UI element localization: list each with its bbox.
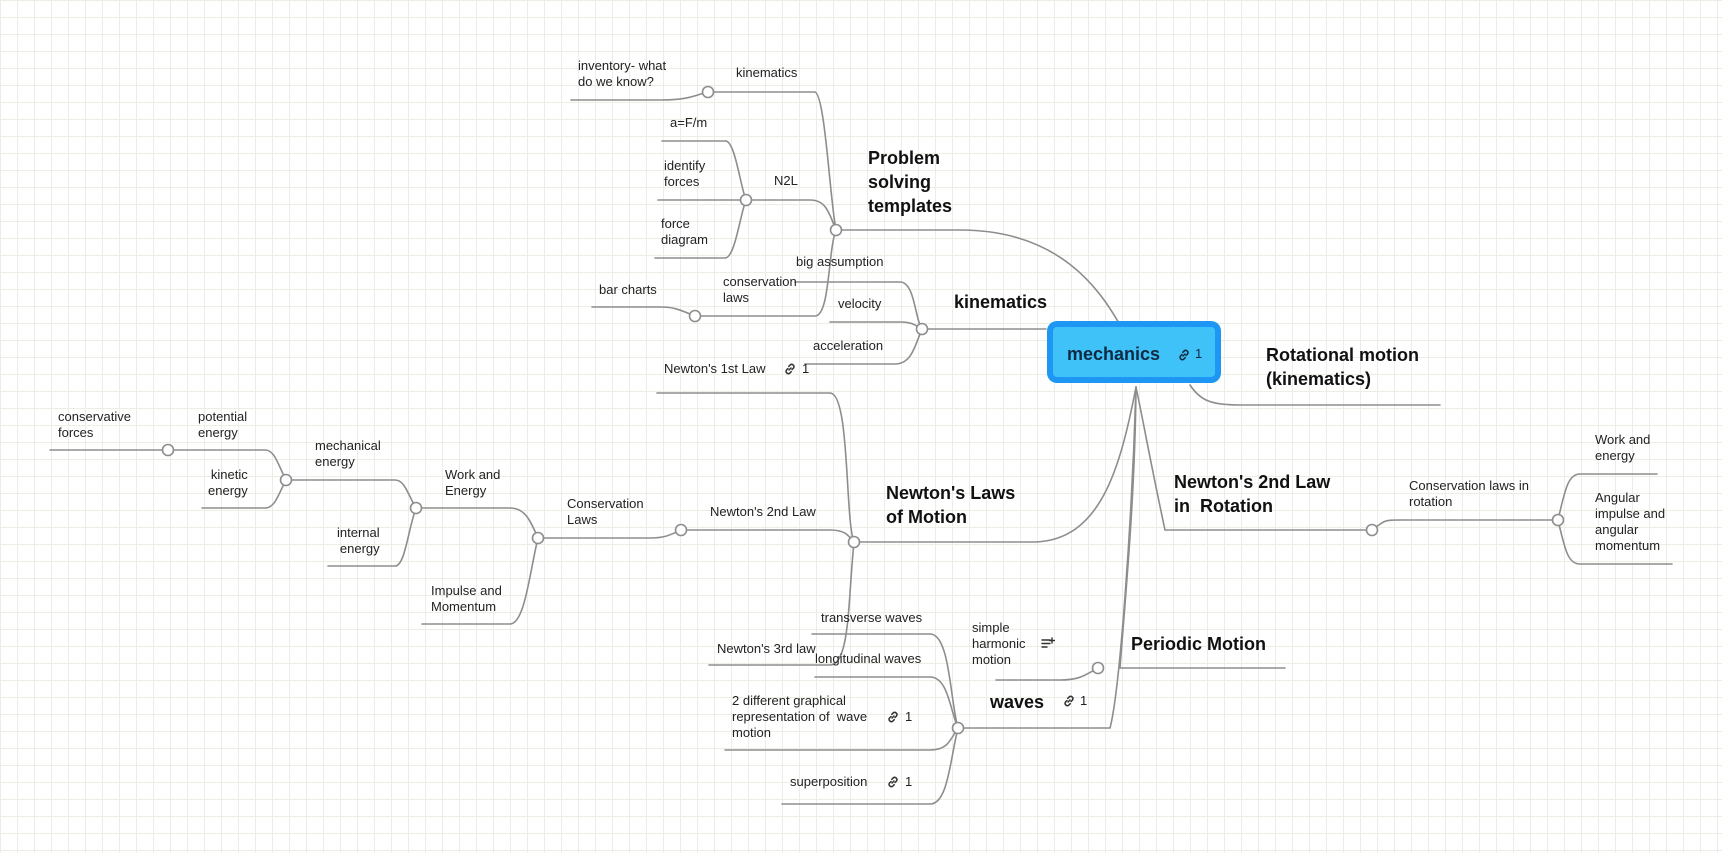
node-big-assumption[interactable]: big assumption	[796, 254, 884, 269]
node-potential-energy[interactable]: potential energy	[198, 409, 248, 440]
node-n2l[interactable]: N2L	[774, 173, 798, 188]
link-count: 1	[1195, 346, 1203, 361]
node-newtons-2nd-law[interactable]: Newton's 2nd Law	[710, 504, 816, 519]
node-impulse-and-momentum[interactable]: Impulse and Momentum	[431, 583, 502, 614]
note-icon[interactable]	[1041, 637, 1055, 651]
link-count: 1	[802, 361, 810, 376]
link-icon[interactable]	[1177, 348, 1191, 362]
node-conservation-laws-template[interactable]: conservation laws	[723, 274, 797, 305]
link-count: 1	[905, 709, 913, 724]
root-node-mechanics[interactable]: mechanics 1	[1048, 322, 1220, 382]
branch-newtons-2nd-law-rotation[interactable]: Newton's 2nd Law in Rotation	[1174, 472, 1331, 516]
node-superposition[interactable]: superposition	[790, 774, 868, 789]
node-conservative-forces[interactable]: conservative forces	[58, 409, 131, 440]
node-conservation-laws[interactable]: Conservation Laws	[567, 496, 644, 527]
node-internal-energy[interactable]: internal energy	[337, 525, 380, 556]
node-conservation-laws-rotation[interactable]: Conservation laws in rotation	[1409, 478, 1529, 509]
link-icon[interactable]	[886, 710, 900, 724]
node-mechanical-energy[interactable]: mechanical energy	[315, 438, 381, 469]
node-acceleration[interactable]: acceleration	[813, 338, 884, 353]
node-kinematics-template[interactable]: kinematics	[736, 65, 798, 80]
branch-kinematics[interactable]: kinematics	[954, 292, 1048, 312]
link-count: 1	[905, 774, 913, 789]
node-kinetic-energy[interactable]: kinetic energy	[208, 467, 248, 498]
node-velocity[interactable]: velocity	[838, 296, 882, 311]
branch-waves[interactable]: waves	[990, 692, 1045, 712]
node-bar-charts[interactable]: bar charts	[599, 282, 657, 297]
node-angular-impulse-momentum[interactable]: Angular impulse and angular momentum	[1595, 490, 1666, 553]
link-count: 1	[1080, 693, 1088, 708]
node-longitudinal-waves[interactable]: longitudinal waves	[815, 651, 922, 666]
node-work-and-energy-rotation[interactable]: Work and energy	[1595, 432, 1651, 463]
branch-newtons-laws-of-motion[interactable]: Newton's Laws of Motion	[886, 483, 1016, 527]
node-work-and-energy[interactable]: Work and Energy	[445, 467, 501, 498]
node-force-diagram[interactable]: force diagram	[661, 216, 708, 247]
branch-periodic-motion[interactable]: Periodic Motion	[1131, 634, 1266, 654]
node-newtons-1st-law[interactable]: Newton's 1st Law	[664, 361, 766, 376]
link-icon[interactable]	[783, 362, 797, 376]
branch-rotational-motion[interactable]: Rotational motion (kinematics)	[1266, 345, 1419, 389]
node-graphical-representation[interactable]: 2 different graphical representation of …	[732, 693, 868, 740]
link-icon[interactable]	[886, 775, 900, 789]
link-icon[interactable]	[1062, 694, 1076, 708]
node-simple-harmonic-motion[interactable]: simple harmonic motion	[972, 620, 1026, 667]
node-inventory[interactable]: inventory- what do we know?	[578, 58, 667, 89]
node-identify-forces[interactable]: identify forces	[664, 158, 706, 189]
node-a-equals-f-over-m[interactable]: a=F/m	[670, 115, 708, 130]
branch-problem-solving-templates[interactable]: Problem solving templates	[868, 148, 953, 216]
root-title: mechanics	[1067, 344, 1161, 364]
node-transverse-waves[interactable]: transverse waves	[821, 610, 923, 625]
node-newtons-3rd-law[interactable]: Newton's 3rd law	[717, 641, 816, 656]
